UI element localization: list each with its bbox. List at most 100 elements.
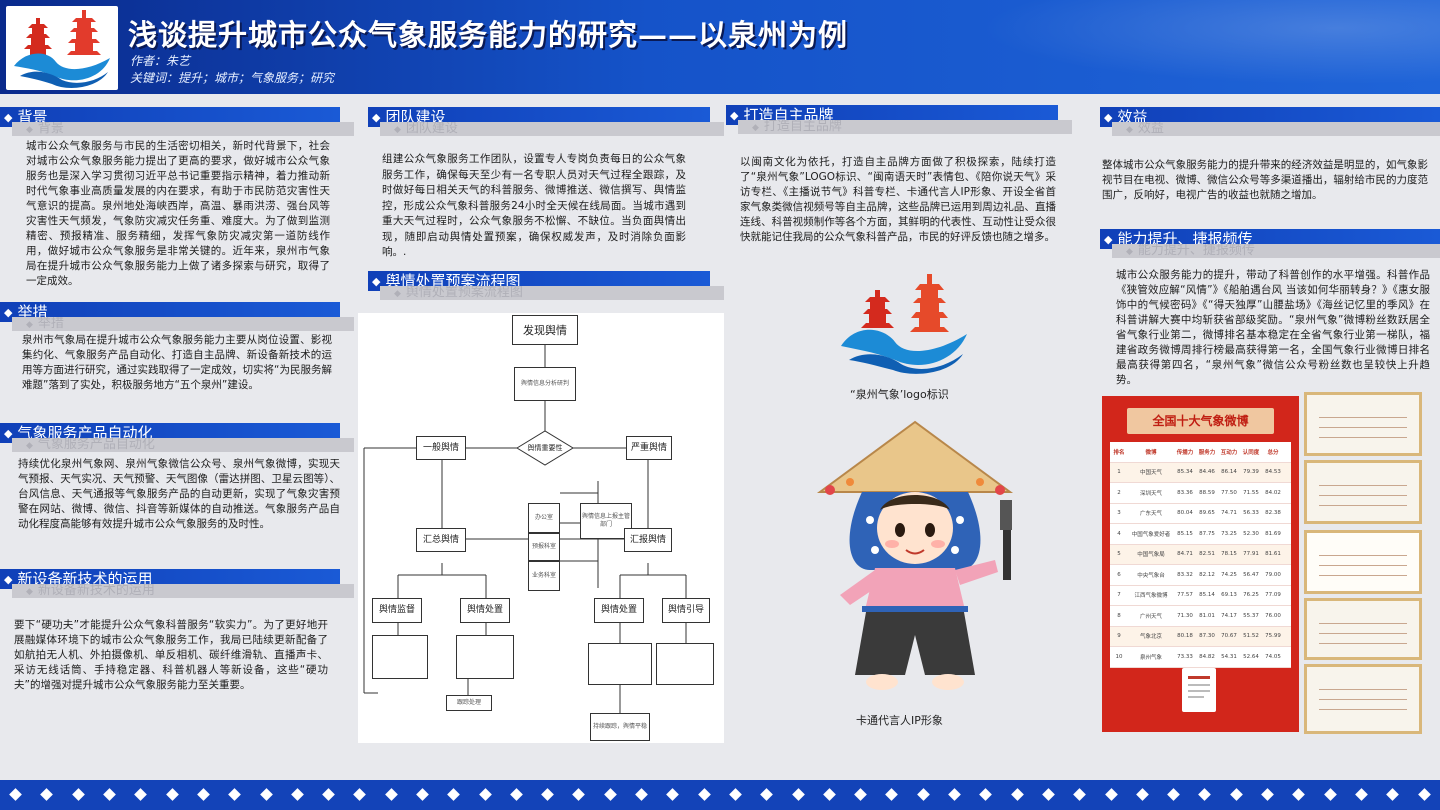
team-text: 组建公众气象服务工作团队，设置专人专岗负责每日的公众气象服务工作，确保每天至少有… bbox=[382, 153, 686, 258]
flow-node-importance: 舆情重要性 bbox=[527, 443, 563, 452]
diamond-decoration bbox=[697, 788, 711, 801]
ability-text: 城市公众服务能力的提升，带动了科普创作的水平增强。科普作品《狭管效应解“风情”》… bbox=[1116, 269, 1430, 386]
brand-logo-image bbox=[835, 268, 975, 378]
ranking-cell: 81.69 bbox=[1265, 530, 1281, 537]
flow-node-severe: 严重舆情 bbox=[626, 436, 672, 460]
diamond-decoration bbox=[1229, 788, 1243, 801]
diamond-decoration bbox=[478, 788, 492, 801]
weibo-ranking-panel: 全国十大气象微博 排名微博传播力服务力互动力认同度总分 1 中国天气 85.34 84.… bbox=[1102, 396, 1299, 732]
ranking-cell: 互动力 bbox=[1220, 449, 1238, 456]
ranking-cell: 74.71 bbox=[1221, 510, 1237, 517]
section-heading-shadow: ◆舆情处置预案流程图 bbox=[380, 286, 724, 300]
diamond-decoration bbox=[822, 788, 836, 801]
ranking-cell: 88.59 bbox=[1199, 489, 1215, 496]
section-heading-shadow: ◆能力提升、捷报频传 bbox=[1112, 244, 1440, 258]
diamond-decoration bbox=[384, 788, 398, 801]
ranking-cell: 85.14 bbox=[1199, 592, 1215, 599]
header-decoration bbox=[920, 0, 1440, 94]
ranking-cell: 75.99 bbox=[1265, 633, 1281, 640]
ranking-cell: 2 bbox=[1117, 489, 1121, 496]
diamond-decoration bbox=[322, 788, 335, 801]
flow-node-forecast-dept: 预报科室 bbox=[528, 533, 560, 561]
ranking-cell: 6 bbox=[1117, 571, 1121, 578]
diamond-decoration bbox=[541, 788, 555, 801]
diamond-decoration bbox=[197, 788, 210, 801]
logo-caption: “泉州气象’logo标识 bbox=[850, 388, 949, 401]
diamond-decoration bbox=[885, 788, 899, 801]
diamond-decoration bbox=[1010, 788, 1024, 801]
header-banner: 浅谈提升城市公众气象服务能力的研究——以泉州为例 作者：朱艺 关键词：提升；城市… bbox=[0, 0, 1440, 94]
ranking-cell: 广东天气 bbox=[1139, 511, 1162, 518]
diamond-decoration bbox=[1167, 788, 1180, 801]
diamond-decoration bbox=[948, 788, 961, 801]
ranking-cell: 80.04 bbox=[1177, 510, 1193, 517]
ranking-header-row: 排名微博传播力服务力互动力认同度总分 bbox=[1110, 442, 1291, 463]
ranking-cell: 7 bbox=[1117, 592, 1121, 599]
brand-text: 以闽南文化为依托，打造自主品牌方面做了积极探索，陆续打造了“泉州气象”LOGO标… bbox=[740, 156, 1056, 243]
ranking-cell: 深圳天气 bbox=[1139, 490, 1162, 497]
ranking-cell: 56.33 bbox=[1243, 510, 1259, 517]
ranking-cell: 87.75 bbox=[1199, 530, 1215, 537]
ranking-cell: 9 bbox=[1117, 633, 1121, 640]
flow-node-stable: 持续跟踪，舆情平稳 bbox=[590, 713, 650, 741]
ranking-heading: 全国十大气象微博 bbox=[1127, 408, 1274, 434]
diamond-decoration bbox=[666, 788, 680, 801]
ranking-cell: 广州天气 bbox=[1139, 613, 1162, 620]
flow-node-handle-b: 舆情处置 bbox=[594, 598, 644, 623]
ranking-cell: 52.30 bbox=[1243, 530, 1259, 537]
diamond-decoration bbox=[353, 788, 367, 801]
section-heading-shadow: ◆背景 bbox=[12, 122, 354, 136]
section-heading-shadow: ◆打造自主品牌 bbox=[738, 120, 1072, 134]
ranking-cell: 74.17 bbox=[1221, 612, 1237, 619]
diamond-decoration bbox=[603, 788, 617, 801]
flow-node-office: 办公室 bbox=[528, 503, 560, 533]
quanzhou-weather-logo bbox=[6, 6, 118, 90]
ranking-cell: 70.67 bbox=[1221, 633, 1237, 640]
diamond-decoration bbox=[791, 788, 805, 801]
diamond-decoration bbox=[1292, 788, 1306, 801]
ranking-cell: 中国天气 bbox=[1139, 470, 1162, 477]
section-heading-shadow: ◆效益 bbox=[1112, 122, 1440, 136]
automation-text: 持续优化泉州气象网、泉州气象微信公众号、泉州气象微博，实现天气预报、天气实况、天… bbox=[18, 458, 340, 530]
ranking-cell: 1 bbox=[1117, 469, 1121, 476]
ranking-cell: 84.82 bbox=[1199, 653, 1215, 660]
diamond-decoration bbox=[165, 788, 179, 801]
diamond-decoration bbox=[510, 788, 523, 801]
diamond-decoration bbox=[729, 788, 742, 801]
ranking-cell: 85.34 bbox=[1177, 469, 1193, 476]
diamond-decoration bbox=[40, 788, 54, 801]
ranking-cell: 73.33 bbox=[1177, 653, 1193, 660]
flow-node-guide: 舆情引导 bbox=[662, 598, 710, 623]
ranking-cell: 82.12 bbox=[1199, 571, 1215, 578]
diamond-decoration bbox=[1042, 788, 1055, 801]
flow-node-supervise: 舆情监督 bbox=[372, 598, 422, 623]
diamond-decoration bbox=[134, 788, 148, 801]
diamond-decoration bbox=[635, 788, 648, 801]
ranking-cell: 微博 bbox=[1145, 449, 1157, 456]
ranking-cell: 77.91 bbox=[1243, 551, 1259, 558]
diamond-decoration bbox=[447, 788, 461, 801]
flow-node-analysis: 舆情信息分析研判 bbox=[514, 367, 576, 401]
ranking-cell: 73.25 bbox=[1221, 530, 1237, 537]
ranking-cell: 85.15 bbox=[1177, 530, 1193, 537]
benefit-text: 整体城市公众气象服务能力的提升带来的经济效益是明显的，如气象影视节目在电视、微博… bbox=[1102, 159, 1428, 201]
poster-title: 浅谈提升城市公众气象服务能力的研究——以泉州为例 bbox=[128, 18, 849, 52]
author-line: 作者：朱艺 bbox=[130, 54, 191, 68]
diamond-decoration bbox=[1417, 788, 1431, 801]
diamond-decoration bbox=[1073, 788, 1087, 801]
ranking-cell: 77.50 bbox=[1221, 489, 1237, 496]
ranking-cell: 84.71 bbox=[1177, 551, 1193, 558]
ranking-cell: 51.52 bbox=[1243, 633, 1259, 640]
ranking-cell: 认同度 bbox=[1242, 449, 1260, 456]
keywords-line: 关键词：提升；城市；气象服务；研究 bbox=[130, 71, 335, 85]
mascot-caption: 卡通代言人IP形象 bbox=[856, 714, 943, 727]
flow-node-track: 跟踪处理 bbox=[446, 695, 492, 711]
ranking-cell: 83.32 bbox=[1177, 571, 1193, 578]
ranking-cell: 79.39 bbox=[1243, 469, 1259, 476]
